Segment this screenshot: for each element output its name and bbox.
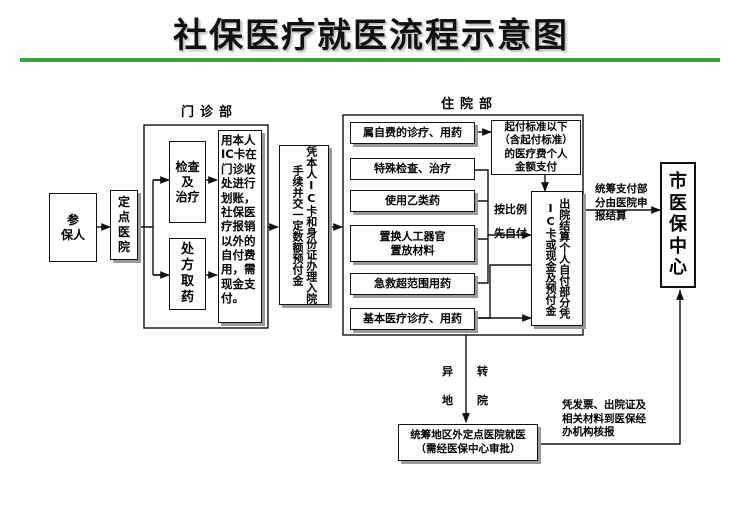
- basic-medical-box: 基本医疗诊疗、用药: [350, 308, 475, 330]
- threshold-box: 起付标准以下 （含起付标准） 的医疗费个人 金额支付: [491, 120, 581, 175]
- by-ratio-label: 按比例: [494, 203, 527, 216]
- city-medical-insurance-center-box: 市 医 保 中 心: [660, 162, 696, 288]
- arrow-hospital-branch: [138, 179, 168, 276]
- remote-label: 异 地: [442, 365, 453, 407]
- artificial-organ-box: 置换人工器官 置放材料: [350, 225, 475, 262]
- pool-line: [475, 264, 531, 319]
- pool-payment-label: 统筹支付部 分由医院申 报结算: [595, 183, 648, 223]
- outpatient-section-label: 门诊部: [181, 105, 239, 120]
- exam-treatment-box: 检查 及 治疗: [169, 141, 206, 223]
- settlement-box: 出院结算个人自付部分凭IC卡或现金及预付金: [531, 191, 583, 326]
- insured-box: 参 保人: [49, 193, 97, 262]
- inpatient-section-label: 住院部: [441, 97, 499, 112]
- arrow-remote-city: [540, 290, 681, 445]
- self-pay-first-label: 先自付: [494, 227, 527, 240]
- admission-box: 凭本人IC卡和身份证办理入院手续并交一定数额预付金: [279, 145, 329, 305]
- prescription-box: 处 方 取 药: [169, 238, 206, 310]
- emergency-drugs-box: 急救超范围用药: [350, 273, 475, 295]
- designated-hospital-box: 定 点 医 院: [110, 190, 138, 260]
- outpatient-note-box: 用本人IC卡在门诊收处进行划账，社保医疗报销以外的自付费用，需现金支付。: [218, 130, 262, 323]
- merge-lines: [475, 169, 529, 284]
- inpatient-frame: [342, 114, 584, 336]
- reimbursement-label: 凭发票、出院证及 相关材料到医保经 办机构核报: [562, 399, 646, 439]
- self-pay-items-box: 属自费的诊疗、用药: [350, 122, 475, 144]
- remote-hospital-box: 统筹地区外定点医院就医 （需经医保中心审批）: [398, 424, 538, 461]
- special-exam-box: 特殊检查、治疗: [350, 158, 475, 180]
- page-title: 社保医疗就医流程示意图: [173, 16, 569, 56]
- title-underline: [20, 58, 720, 62]
- transfer-label: 转 院: [477, 365, 488, 407]
- class-b-drugs-box: 使用乙类药: [350, 190, 475, 212]
